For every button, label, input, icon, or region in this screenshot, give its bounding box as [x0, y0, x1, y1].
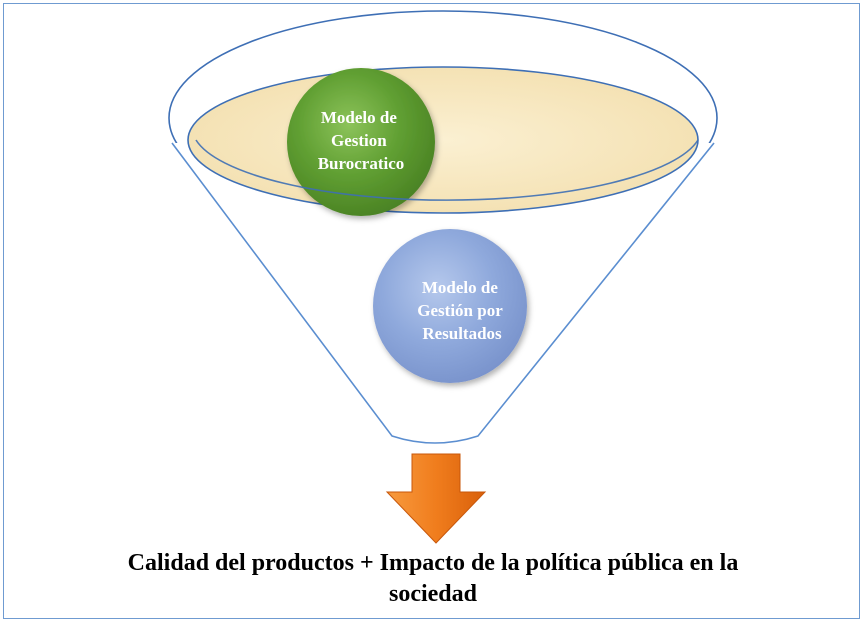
- down-arrow-icon: [385, 453, 487, 544]
- node-label-line: Modelo de: [422, 278, 498, 297]
- funnel-inner-rim-front: [195, 139, 699, 201]
- diagram-frame: [3, 3, 860, 619]
- node-label-line: Burocratico: [318, 154, 405, 173]
- node-label-line: Gestion: [331, 131, 387, 150]
- caption: Calidad del productos + Impacto de la po…: [20, 548, 846, 610]
- node-label-line: Modelo de: [321, 108, 397, 127]
- node-label: Modelo de Gestión por Resultados: [417, 278, 506, 343]
- node-label-line: Gestión por: [417, 301, 503, 320]
- node-modelo-resultados: Modelo de Gestión por Resultados: [373, 229, 527, 383]
- caption-line: sociedad: [388, 581, 477, 607]
- node-modelo-burocratico: Modelo de Gestion Burocratico: [287, 68, 435, 216]
- node-label-line: Resultados: [422, 324, 502, 343]
- caption-line: Calidad del productos + Impacto de la po…: [127, 550, 739, 576]
- node-circle: [373, 229, 527, 383]
- node-label: Modelo de Gestion Burocratico: [318, 108, 405, 173]
- node-circle: [287, 68, 435, 216]
- funnel-inner-rim: [187, 66, 699, 214]
